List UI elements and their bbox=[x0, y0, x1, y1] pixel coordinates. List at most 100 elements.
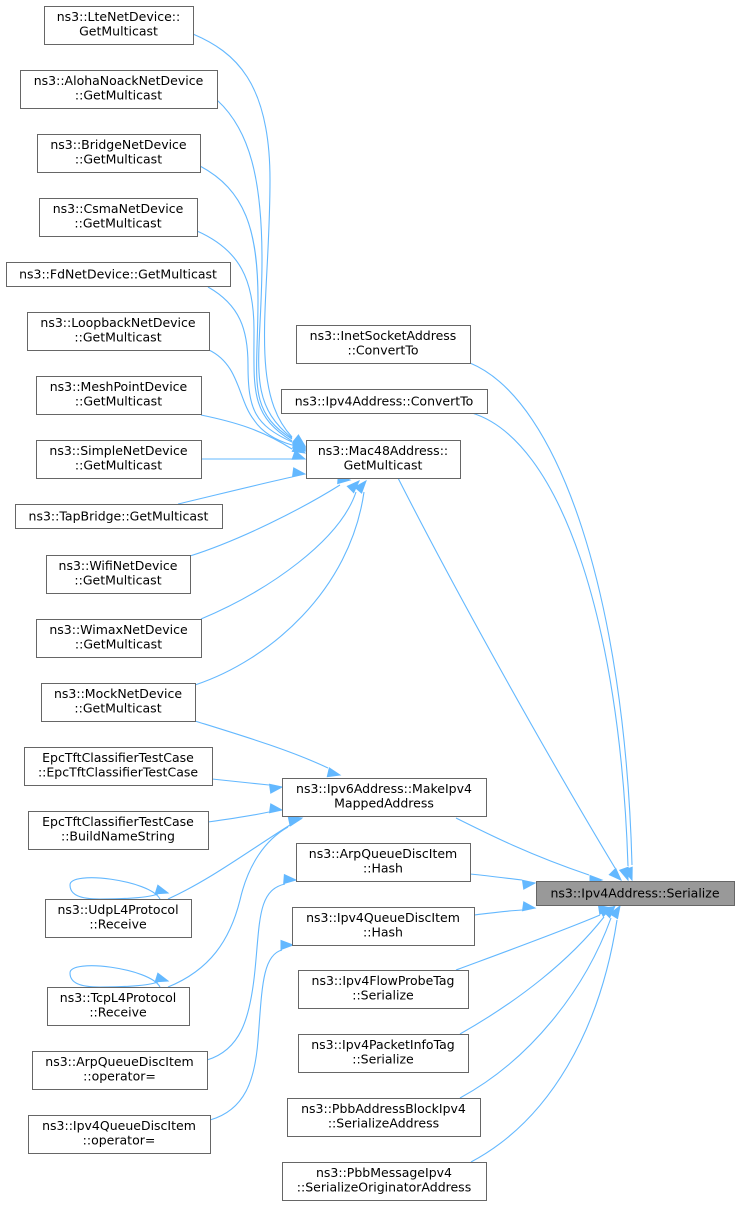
node-lte[interactable]: ns3::LteNetDevice::GetMulticast bbox=[44, 6, 194, 45]
node-box bbox=[281, 389, 488, 414]
node-label-line: ns3::TapBridge::GetMulticast bbox=[29, 509, 209, 524]
node-arpop[interactable]: ns3::ArpQueueDiscItem::operator= bbox=[32, 1051, 208, 1090]
node-label-line: ns3::MockNetDevice bbox=[54, 686, 182, 701]
arrowhead bbox=[521, 879, 537, 890]
node-wimax[interactable]: ns3::WimaxNetDevice::GetMulticast bbox=[36, 619, 202, 658]
node-box bbox=[24, 747, 213, 786]
node-fd[interactable]: ns3::FdNetDevice::GetMulticast bbox=[6, 262, 231, 287]
node-label-line: ns3::UdpL4Protocol bbox=[57, 902, 178, 917]
node-mock[interactable]: ns3::MockNetDevice::GetMulticast bbox=[41, 683, 196, 722]
node-label-line: ns3::Ipv4Address::ConvertTo bbox=[295, 394, 474, 409]
edge-wimax-to-mac48 bbox=[200, 479, 361, 620]
node-box bbox=[39, 198, 198, 237]
node-label-line: ::operator= bbox=[83, 1069, 156, 1084]
edge-line bbox=[167, 826, 289, 988]
node-label-line: ::BuildNameString bbox=[61, 829, 175, 844]
edge-epc2-to-ipv6 bbox=[207, 803, 284, 823]
edge-line bbox=[206, 883, 286, 1061]
node-label-line: ::GetMulticast bbox=[75, 637, 162, 652]
edge-line bbox=[196, 230, 293, 442]
edge-line bbox=[69, 965, 161, 988]
node-label-line: ns3::FdNetDevice::GetMulticast bbox=[19, 267, 217, 282]
edge-tcp-to-tcp bbox=[69, 965, 170, 988]
node-box bbox=[282, 778, 487, 817]
node-inet[interactable]: ns3::InetSocketAddress::ConvertTo bbox=[296, 325, 471, 364]
node-wifi[interactable]: ns3::WifiNetDevice::GetMulticast bbox=[46, 555, 191, 594]
edge-ipv4conv-to-root bbox=[471, 412, 629, 882]
edge-line bbox=[216, 99, 293, 439]
node-box bbox=[296, 843, 471, 882]
node-root[interactable]: ns3::Ipv4Address::Serialize bbox=[536, 881, 735, 906]
node-label-line: ::GetMulticast bbox=[74, 701, 161, 716]
node-label-line: ::operator= bbox=[83, 1133, 156, 1148]
node-pktinfo[interactable]: ns3::Ipv4PacketInfoTag::Serialize bbox=[298, 1034, 469, 1073]
node-box bbox=[292, 907, 475, 946]
node-ipv4op[interactable]: ns3::Ipv4QueueDiscItem::operator= bbox=[28, 1115, 211, 1154]
node-csma[interactable]: ns3::CsmaNetDevice::GetMulticast bbox=[39, 198, 198, 237]
node-tapbridge[interactable]: ns3::TapBridge::GetMulticast bbox=[15, 504, 223, 529]
node-box bbox=[296, 325, 471, 364]
node-label-line: ns3::Ipv4Address::Serialize bbox=[550, 886, 719, 901]
node-label-line: ns3::Ipv6Address::MakeIpv4 bbox=[296, 781, 472, 796]
edge-mac48-to-root bbox=[397, 477, 623, 882]
node-box bbox=[287, 1098, 481, 1137]
node-udp[interactable]: ns3::UdpL4Protocol::Receive bbox=[45, 899, 192, 938]
node-label-line: ::GetMulticast bbox=[75, 458, 162, 473]
node-box bbox=[47, 987, 190, 1026]
edge-arphash-to-root bbox=[469, 873, 537, 890]
edge-line bbox=[455, 914, 601, 971]
edge-line bbox=[200, 491, 357, 620]
edge-line bbox=[194, 720, 329, 769]
edge-line bbox=[200, 414, 293, 450]
node-ipv4hash[interactable]: ns3::Ipv4QueueDiscItem::Hash bbox=[292, 907, 475, 946]
node-box bbox=[36, 376, 202, 415]
node-label-line: MappedAddress bbox=[334, 796, 434, 811]
edge-line bbox=[194, 491, 365, 686]
node-pbbaddr[interactable]: ns3::PbbAddressBlockIpv4::SerializeAddre… bbox=[287, 1098, 481, 1137]
node-label-line: ::GetMulticast bbox=[75, 394, 162, 409]
arrowhead bbox=[291, 467, 307, 478]
node-meshpoint[interactable]: ns3::MeshPointDevice::GetMulticast bbox=[36, 376, 202, 415]
edge-flowprobe-to-root bbox=[455, 904, 613, 971]
node-label-line: ::Hash bbox=[363, 925, 403, 940]
edge-line bbox=[199, 165, 293, 440]
node-box bbox=[20, 70, 218, 109]
edge-line bbox=[469, 873, 523, 881]
node-label-line: EpcTftClassifierTestCase bbox=[42, 814, 194, 829]
node-box bbox=[28, 1115, 211, 1154]
node-label-line: ns3::ArpQueueDiscItem bbox=[309, 846, 457, 861]
node-label-line: ns3::Ipv4PacketInfoTag bbox=[311, 1037, 455, 1052]
node-pbbmsg[interactable]: ns3::PbbMessageIpv4::SerializeOriginator… bbox=[282, 1162, 487, 1201]
node-tcp[interactable]: ns3::TcpL4Protocol::Receive bbox=[47, 987, 190, 1026]
arrowhead bbox=[268, 783, 284, 794]
node-ipv4conv[interactable]: ns3::Ipv4Address::ConvertTo bbox=[281, 389, 488, 414]
node-label-line: ::GetMulticast bbox=[74, 573, 161, 588]
arrowhead bbox=[353, 479, 367, 494]
node-label-line: ns3::Mac48Address:: bbox=[318, 443, 448, 458]
node-box bbox=[28, 811, 209, 850]
node-arphash[interactable]: ns3::ArpQueueDiscItem::Hash bbox=[296, 843, 471, 882]
node-box bbox=[32, 1051, 208, 1090]
arrowhead bbox=[154, 884, 170, 895]
node-box bbox=[41, 683, 196, 722]
arrowhead bbox=[280, 939, 295, 951]
node-flowprobe[interactable]: ns3::Ipv4FlowProbeTag::Serialize bbox=[298, 970, 469, 1009]
edge-line bbox=[177, 476, 293, 505]
node-box bbox=[27, 312, 210, 351]
nodes-layer: ns3::LteNetDevice::GetMulticastns3::Aloh… bbox=[6, 6, 735, 1201]
node-mac48[interactable]: ns3::Mac48Address::GetMulticast bbox=[306, 440, 461, 479]
edge-line bbox=[470, 919, 618, 1163]
node-loopback[interactable]: ns3::LoopbackNetDevice::GetMulticast bbox=[27, 312, 210, 351]
node-aloha[interactable]: ns3::AlohaNoackNetDevice::GetMulticast bbox=[20, 70, 218, 109]
node-label-line: ns3::TcpL4Protocol bbox=[60, 990, 176, 1005]
node-bridge[interactable]: ns3::BridgeNetDevice::GetMulticast bbox=[37, 134, 201, 173]
node-epc2[interactable]: EpcTftClassifierTestCase::BuildNameStrin… bbox=[28, 811, 209, 850]
node-box bbox=[536, 881, 735, 906]
edge-line bbox=[459, 916, 605, 1035]
arrowhead bbox=[268, 803, 284, 814]
node-epc1[interactable]: EpcTftClassifierTestCase::EpcTftClassifi… bbox=[24, 747, 213, 786]
node-box bbox=[44, 6, 194, 45]
node-simple[interactable]: ns3::SimpleNetDevice::GetMulticast bbox=[36, 440, 202, 479]
